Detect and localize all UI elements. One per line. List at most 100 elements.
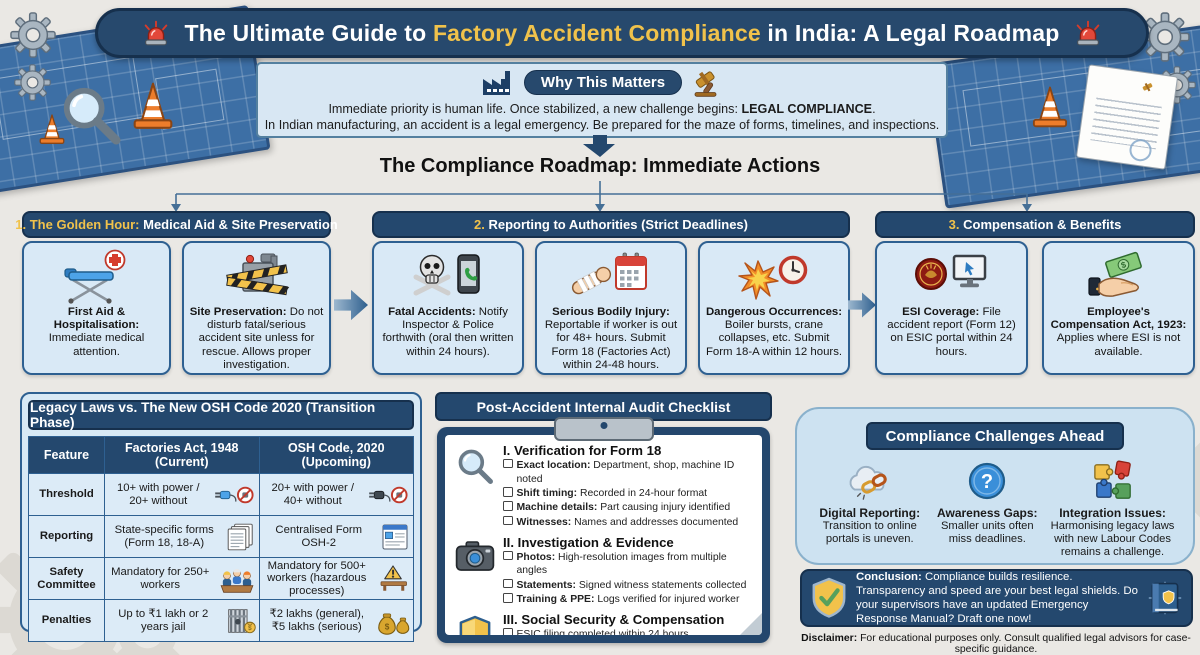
page-fold	[740, 613, 762, 635]
checklist-item: Shift timing: Recorded in 24-hour format	[503, 487, 756, 501]
siren-icon	[140, 20, 172, 47]
checkbox-icon	[503, 458, 513, 469]
conclusion-box: Conclusion: Compliance builds resilience…	[800, 569, 1193, 627]
card-first-aid: First Aid & Hospitalisation: Immediate m…	[22, 241, 171, 375]
col-header-feature: Feature	[28, 436, 105, 474]
clipboard-clip	[553, 417, 654, 441]
card-text: Employee's Compensation Act, 1923: Appli…	[1050, 306, 1187, 358]
plug-power-icon	[369, 486, 408, 503]
card-esi-coverage: ESI Coverage: File accident report (Form…	[875, 241, 1028, 375]
emergency-manual-book-icon	[1148, 581, 1182, 615]
traffic-cone-icon	[128, 76, 178, 138]
page-title: The Ultimate Guide to Factory Accident C…	[184, 19, 1060, 46]
checklist-item: Statements: Signed witness statements co…	[503, 578, 756, 592]
checkbox-icon	[503, 627, 513, 635]
cloud-chain-icon	[849, 465, 887, 500]
table-row-threshold: Threshold 10+ with power / 20+ without 2…	[28, 473, 414, 516]
checkbox-icon	[503, 550, 513, 561]
challenge-integration-issues: Integration Issues: Harmonising legacy l…	[1046, 459, 1179, 558]
why-this-matters-text: Immediate priority is human life. Once s…	[264, 102, 940, 133]
cash-hand-icon: $	[1087, 251, 1142, 297]
camera-icon	[455, 541, 495, 571]
legacy-laws-title: Legacy Laws vs. The New OSH Code 2020 (T…	[28, 400, 414, 430]
flow-arrow-icon	[848, 292, 876, 318]
checklist-group-2: II. Investigation & Evidence Photos: Hig…	[453, 535, 756, 607]
flow-arrow-icon	[334, 289, 368, 321]
siren-icon	[1072, 20, 1104, 47]
roadmap-connector	[171, 181, 1032, 212]
checklist-group-1: I. Verification for Form 18 Exact locati…	[453, 443, 756, 530]
why-this-matters-pill: Why This Matters	[523, 69, 683, 95]
card-serious-injury: Serious Bodily Injury: Reportable if wor…	[535, 241, 687, 375]
stretcher-icon	[63, 249, 125, 304]
legacy-laws-table: Feature Factories Act, 1948 (Current) OS…	[28, 436, 414, 642]
svg-text:$: $	[248, 624, 252, 631]
magnifier-icon	[458, 449, 493, 484]
disclaimer-text: Disclaimer: For educational purposes onl…	[801, 633, 1191, 655]
card-fatal-accidents: Fatal Accidents: Notify Inspector & Poli…	[372, 241, 524, 375]
card-text: Dangerous Occurrences: Boiler bursts, cr…	[705, 306, 843, 358]
forms-stack-icon	[227, 523, 253, 550]
esi-seal-portal-icon	[914, 254, 986, 290]
osh-form-icon	[382, 523, 408, 550]
card-ec-act: $ Employee's Compensation Act, 1923: App…	[1042, 241, 1195, 375]
legacy-laws-panel: Legacy Laws vs. The New OSH Code 2020 (T…	[20, 392, 422, 642]
checkbox-icon	[503, 501, 513, 511]
checkbox-icon	[503, 578, 513, 589]
hazard-warning-icon	[380, 565, 407, 592]
magnifier-decoration-icon	[58, 82, 122, 151]
card-dangerous-occurrences: Dangerous Occurrences: Boiler bursts, cr…	[698, 241, 850, 375]
checklist-item: Photos: High-resolution images from mult…	[503, 550, 756, 578]
checkbox-icon	[503, 593, 513, 603]
header-banner: The Ultimate Guide to Factory Accident C…	[95, 8, 1149, 58]
traffic-cone-icon	[1028, 80, 1072, 136]
card-text: ESI Coverage: File accident report (Form…	[887, 306, 1016, 358]
conclusion-text: Conclusion: Compliance builds resilience…	[856, 570, 1138, 626]
why-this-matters-panel: Why This Matters Immediate priority is h…	[256, 62, 948, 138]
money-bags-icon: $	[378, 613, 410, 635]
machine-hazard-tape-icon	[225, 253, 289, 296]
gavel-icon	[694, 71, 717, 97]
challenges-title: Compliance Challenges Ahead	[866, 422, 1124, 450]
checklist-item: Training & PPE: Logs verified for injure…	[503, 593, 756, 607]
col-header-upcoming: OSH Code, 2020 (Upcoming)	[258, 436, 414, 474]
table-row-reporting: Reporting State-specific forms (Form 18,…	[28, 515, 414, 558]
col-header-current: Factories Act, 1948 (Current)	[104, 436, 260, 474]
gear-icon	[10, 12, 56, 58]
checkbox-icon	[503, 487, 513, 497]
card-text: Serious Bodily Injury: Reportable if wor…	[544, 306, 678, 371]
svg-text:?: ?	[981, 471, 993, 493]
challenge-awareness-gaps: ? Awareness Gaps: Smaller units often mi…	[929, 459, 1047, 558]
plug-power-icon	[214, 486, 254, 503]
gear-icon	[14, 64, 51, 101]
shield-check-icon	[812, 577, 846, 618]
legal-document-decoration	[1075, 64, 1179, 170]
challenges-panel: Compliance Challenges Ahead Digital Repo…	[795, 407, 1195, 565]
table-row-penalties: Penalties Up to ₹1 lakh or 2 years jail …	[28, 599, 414, 642]
card-text: Site Preservation: Do not disturb fatal/…	[189, 306, 324, 371]
challenge-digital-reporting: Digital Reporting: Transition to online …	[811, 459, 929, 558]
svg-text:$: $	[385, 622, 390, 631]
checklist-item: Machine details: Part causing injury ide…	[503, 501, 756, 515]
skull-phone-icon	[413, 254, 480, 296]
roadmap-heading: The Compliance Roadmap: Immediate Action…	[379, 155, 821, 177]
card-text: Fatal Accidents: Notify Inspector & Poli…	[382, 306, 514, 358]
checklist-item: Exact location: Department, shop, machin…	[503, 458, 756, 486]
checkbox-icon	[503, 515, 513, 526]
checklist-item: Witnesses: Names and addresses documente…	[503, 515, 756, 529]
checklist-item: ESIC filing completed within 24 hours	[503, 627, 724, 635]
audit-checklist-clipboard: I. Verification for Form 18 Exact locati…	[437, 417, 770, 643]
question-icon: ?	[969, 462, 1006, 500]
section2-header: 2. Reporting to Authorities (Strict Dead…	[372, 211, 850, 238]
card-site-preservation: Site Preservation: Do not disturb fatal/…	[182, 241, 331, 375]
safety-committee-icon	[220, 568, 253, 593]
explosion-clock-icon	[738, 255, 808, 300]
checklist-group-3: III. Social Security & Compensation ESIC…	[453, 612, 756, 635]
card-text: First Aid & Hospitalisation: Immediate m…	[48, 306, 145, 358]
section1-header: 1. The Golden Hour: Medical Aid & Site P…	[15, 211, 338, 238]
puzzle-icon	[1093, 460, 1131, 499]
down-arrow-icon	[583, 135, 615, 157]
svg-text:$: $	[1119, 259, 1127, 270]
factory-icon	[482, 71, 510, 95]
